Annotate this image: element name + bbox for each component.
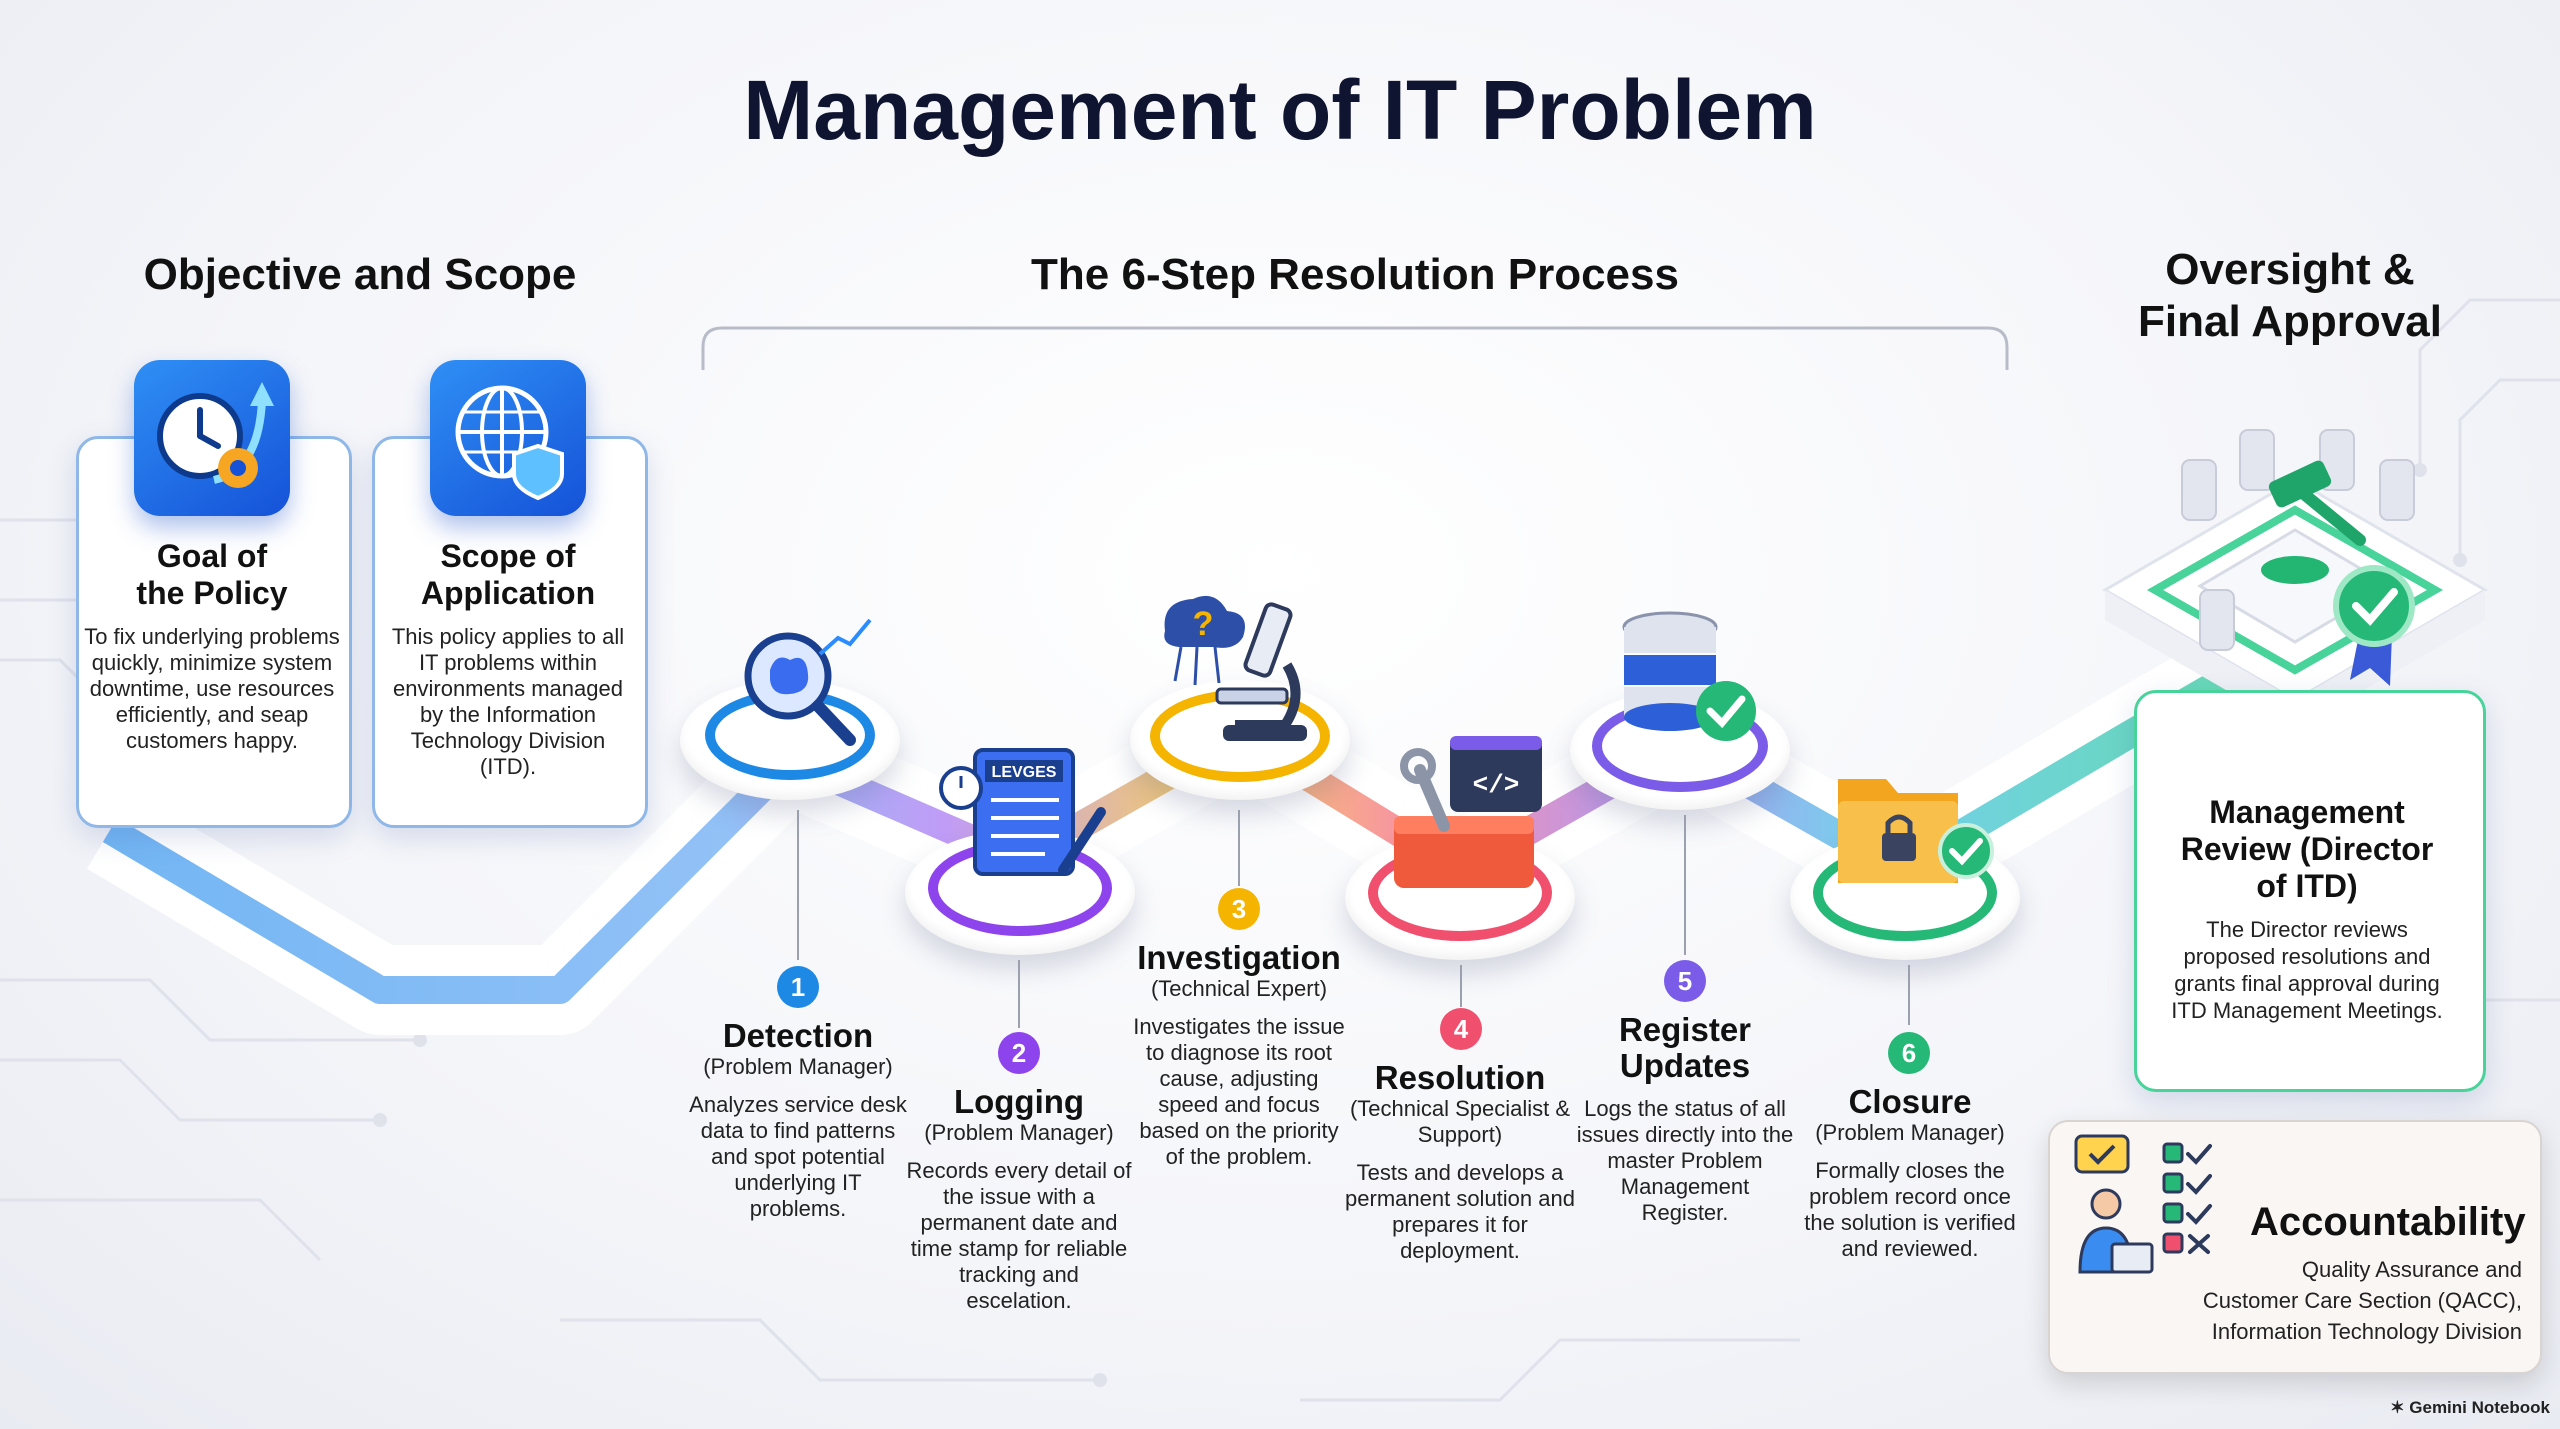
log-document-icon: LEVGES xyxy=(939,748,1106,876)
step-6-role: (Problem Manager) xyxy=(1815,1120,2005,1145)
gavel-approval-icon xyxy=(2102,429,2488,730)
management-review-title: Management Review (Director of ITD) xyxy=(2180,794,2434,904)
step-4-number: 4 xyxy=(1440,1008,1482,1050)
step-3-number: 3 xyxy=(1218,888,1260,930)
accountability-title: Accountability xyxy=(2250,1200,2526,1244)
step-3-body: Investigates the issue to diagnose its r… xyxy=(1133,1014,1345,1169)
step-5-body: Logs the status of all issues directly i… xyxy=(1576,1096,1794,1225)
step-4-leader xyxy=(1460,965,1462,1007)
sparkle-icon: ✶ xyxy=(2390,1398,2410,1417)
locked-folder-icon xyxy=(1838,779,1994,883)
scope-card-title: Scope of Application xyxy=(420,538,596,611)
step-6-number: 6 xyxy=(1888,1032,1930,1074)
step-2-number: 2 xyxy=(998,1032,1040,1074)
footer-brand-text: Gemini Notebook xyxy=(2409,1398,2550,1417)
globe-shield-icon xyxy=(430,360,586,516)
step-2-title: Logging xyxy=(953,1083,1085,1120)
step-1-leader xyxy=(797,810,799,960)
scope-of-application-card xyxy=(372,436,648,828)
step-6-text: Closure (Problem Manager) Formally close… xyxy=(1792,1084,2028,1262)
step-1-body: Analyzes service desk data to find patte… xyxy=(689,1092,907,1221)
footer-brand: ✶ Gemini Notebook xyxy=(2370,1398,2550,1418)
step-4-role: (Technical Specialist & Support) xyxy=(1349,1096,1571,1147)
step-6-body: Formally closes the problem record once … xyxy=(1804,1158,2016,1261)
step-3-title: Investigation xyxy=(1137,939,1341,976)
management-review-card xyxy=(2134,690,2486,1092)
step-4-title: Resolution xyxy=(1374,1059,1546,1096)
step-5-text: Register Updates Logs the status of all … xyxy=(1576,1012,1794,1226)
step-2-text: Logging (Problem Manager) Records every … xyxy=(905,1084,1133,1314)
step-2-leader xyxy=(1018,960,1020,1028)
step-4-body: Tests and develops a permanent solution … xyxy=(1345,1160,1575,1263)
toolbox-code-icon: </> xyxy=(1394,736,1542,888)
microscope-icon: ? xyxy=(1164,595,1307,741)
step-1-role: (Problem Manager) xyxy=(703,1054,893,1079)
section-title-oversight: Oversight & Final Approval xyxy=(2138,245,2442,346)
magnifier-brain-icon xyxy=(744,618,872,746)
step-4-text: Resolution (Technical Specialist & Suppo… xyxy=(1342,1060,1578,1264)
scope-card-body: This policy applies to all IT problems w… xyxy=(391,624,625,779)
accountability-body: Quality Assurance and Customer Care Sect… xyxy=(2202,1257,2522,1344)
step-6-leader xyxy=(1908,965,1910,1025)
svg-text:?: ? xyxy=(1193,605,1214,643)
step-2-role: (Problem Manager) xyxy=(924,1120,1114,1145)
database-check-icon xyxy=(1622,611,1756,741)
section-title-process: The 6-Step Resolution Process xyxy=(1031,250,1679,299)
svg-text:</>: </> xyxy=(1473,770,1520,800)
step-5-title: Register Updates xyxy=(1618,1011,1752,1084)
clock-gear-icon xyxy=(134,360,290,516)
page-title: Management of IT Problem xyxy=(743,63,1817,157)
step-1-number: 1 xyxy=(777,966,819,1008)
step-5-number: 5 xyxy=(1664,960,1706,1002)
section-title-objective: Objective and Scope xyxy=(143,250,577,299)
step-6-title: Closure xyxy=(1848,1083,1972,1120)
step-5-leader xyxy=(1684,815,1686,955)
step-3-text: Investigation (Technical Expert) Investi… xyxy=(1128,940,1350,1170)
step-1-title: Detection xyxy=(722,1017,874,1054)
step-3-role: (Technical Expert) xyxy=(1150,976,1328,1001)
step-3-leader xyxy=(1238,810,1240,886)
log-document-text: LEVGES xyxy=(992,764,1057,781)
management-review-body: The Director reviews proposed resolution… xyxy=(2171,917,2443,1023)
goal-card-body: To fix underlying problems quickly, mini… xyxy=(84,624,340,753)
step-1-text: Detection (Problem Manager) Analyzes ser… xyxy=(688,1018,908,1222)
checklist-person-icon xyxy=(2074,1134,2212,1274)
goal-card-title: Goal of the Policy xyxy=(136,538,288,611)
process-bracket xyxy=(701,326,2009,370)
step-2-body: Records every detail of the issue with a… xyxy=(906,1158,1132,1313)
